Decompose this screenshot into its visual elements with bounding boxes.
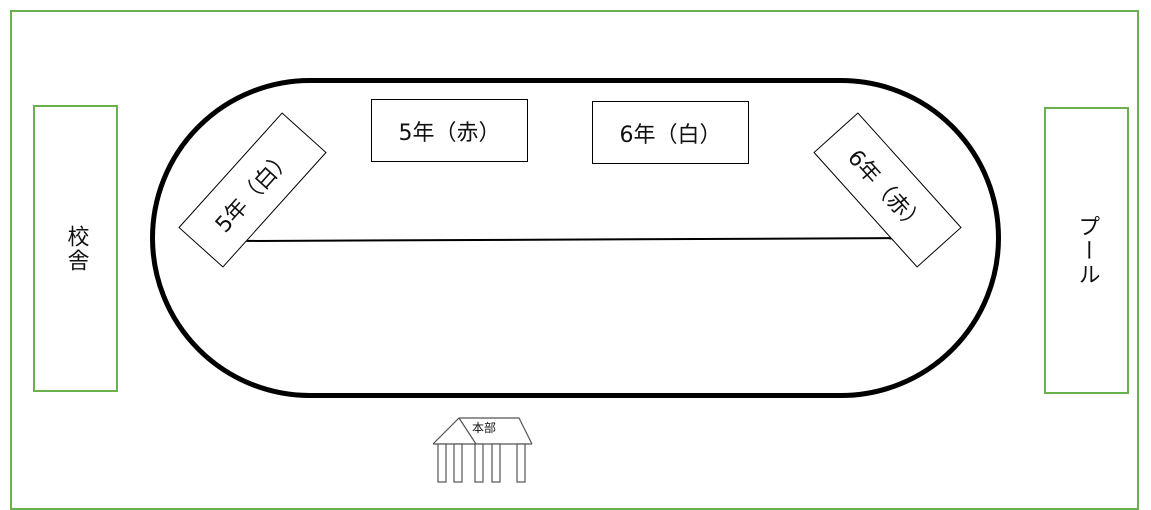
- pool-building: プール: [1044, 107, 1129, 394]
- pool-label: プール: [1074, 214, 1100, 287]
- headquarters-tent-icon: [432, 417, 533, 483]
- team-label-grade5-red: 5年（赤）: [398, 120, 501, 146]
- running-track: [150, 78, 1001, 398]
- school-building: 校舎: [33, 105, 118, 392]
- team-area-grade5-red: 5年（赤）: [371, 99, 528, 162]
- team-label-grade6-white: 6年（白）: [619, 122, 722, 148]
- headquarters-label: 本部: [472, 421, 497, 435]
- team-area-grade6-white: 6年（白）: [592, 101, 749, 164]
- school-label: 校舎: [63, 224, 89, 273]
